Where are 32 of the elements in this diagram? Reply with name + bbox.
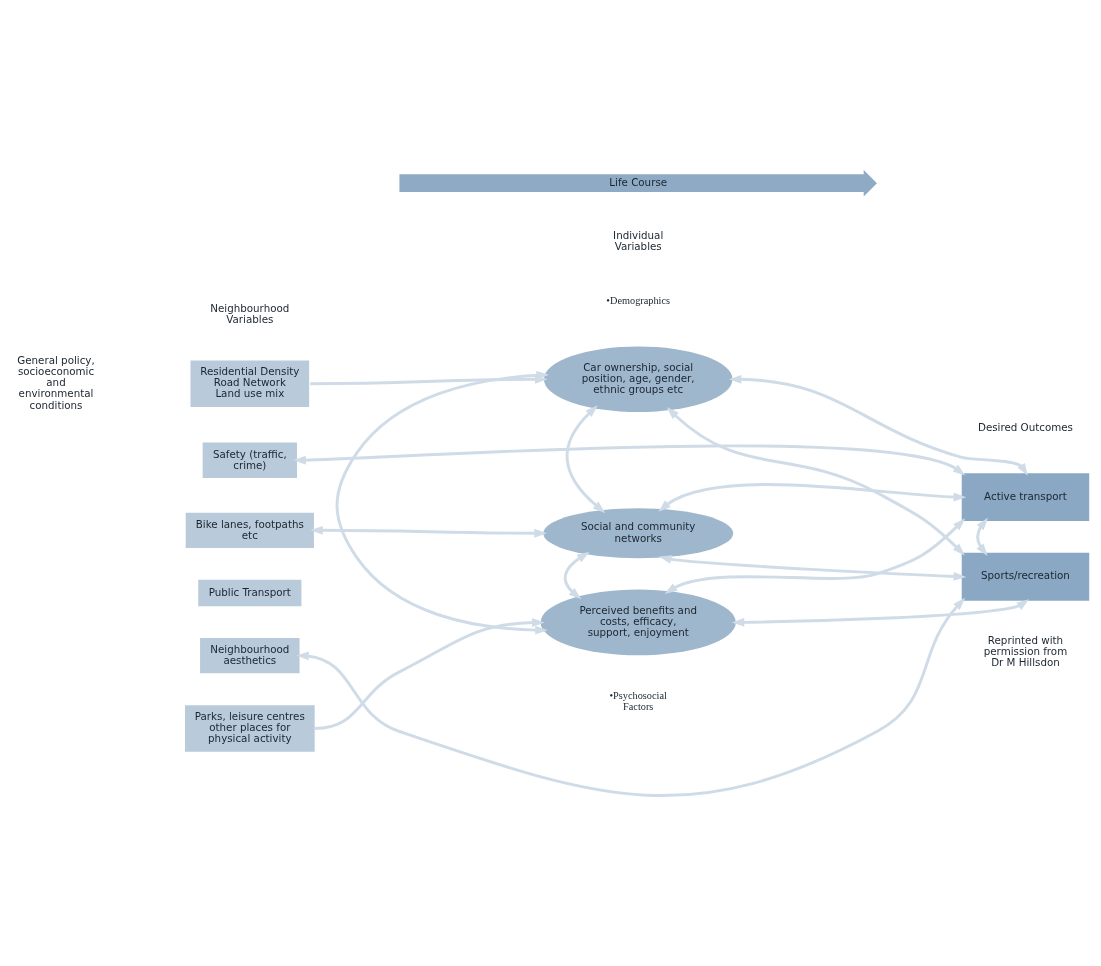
- arrow: [664, 518, 966, 594]
- arrow: [731, 599, 1030, 627]
- label: Individual Variables: [613, 229, 664, 253]
- arrow: [314, 618, 545, 731]
- node-box: Public Transport: [198, 579, 302, 607]
- node-box: Safety (traffic, crime): [202, 442, 297, 478]
- label: Desired Outcomes: [977, 420, 1073, 433]
- arrow: [658, 483, 967, 512]
- arrow: [728, 374, 1028, 476]
- label: Neighbourhood Variables: [210, 301, 290, 325]
- arrow: [310, 374, 548, 386]
- node-ellipse: Car ownership, social position, age, gender, ethnic groups etc: [543, 346, 733, 413]
- arrow: [565, 405, 606, 513]
- node-box: Residential Density Road Network Land use mix: [190, 360, 310, 407]
- arrow: [310, 525, 547, 538]
- label: •Demographics: [606, 294, 671, 306]
- arrow: [335, 370, 549, 635]
- arrow: [976, 517, 988, 557]
- node-ellipse: Social and community networks: [543, 508, 734, 559]
- node-box: Sports/recreation: [961, 552, 1090, 601]
- label: •Psychosocial Factors: [609, 689, 667, 712]
- arrow: [666, 407, 965, 556]
- label: Reprinted with permission from Dr M Hillsdon: [983, 633, 1068, 668]
- arrow: [296, 597, 966, 797]
- arrow: [563, 551, 590, 600]
- node-box: Active transport: [961, 473, 1090, 522]
- arrow: [293, 444, 966, 476]
- arrow: [658, 555, 967, 581]
- node-box: Parks, leisure centres other places for physical activity: [184, 705, 315, 752]
- node-box: Neighbourhood aesthetics: [200, 637, 300, 674]
- node-box: Bike lanes, footpaths etc: [185, 512, 314, 548]
- label: General policy, socioeconomic and environmental conditions: [17, 354, 95, 411]
